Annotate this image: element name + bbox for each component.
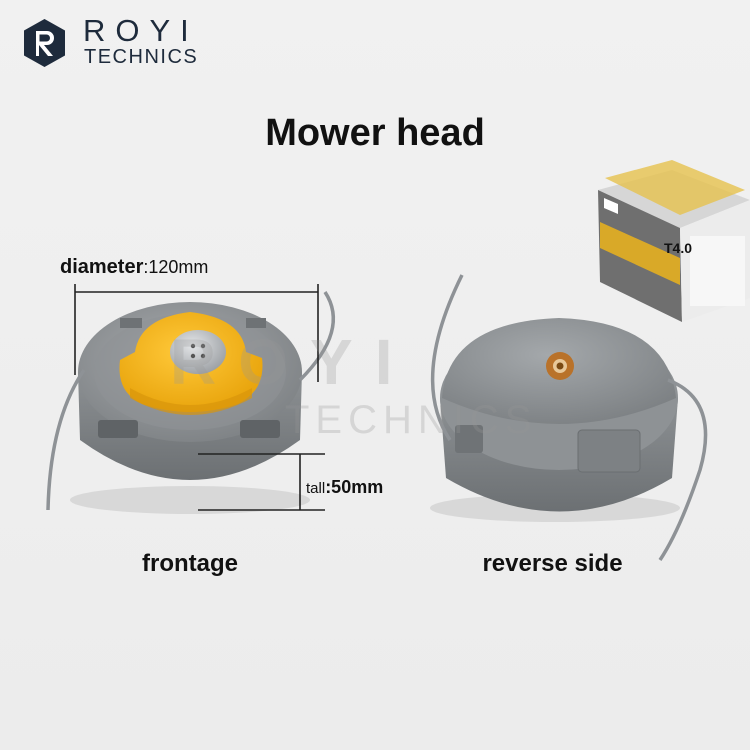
caption-front: frontage <box>142 550 238 577</box>
diameter-value: :120mm <box>143 257 209 277</box>
box-model-label: T4.0 <box>664 240 692 256</box>
caption-reverse: reverse side <box>482 550 623 577</box>
front-view-head <box>46 291 336 511</box>
height-label: tall:50mm <box>306 477 383 498</box>
height-label-text: tall <box>306 480 326 497</box>
brand-subtitle: TECHNICS <box>84 46 199 68</box>
brand-logo-icon <box>24 19 65 67</box>
reverse-view-head <box>430 274 708 561</box>
page-title: Mower head <box>265 112 485 154</box>
watermark-sub: TECHNICS <box>285 398 538 442</box>
packaging-box <box>598 160 750 322</box>
dimension-lines <box>74 284 325 511</box>
diameter-label: diameter:120mm <box>60 256 208 279</box>
diameter-label-text: diameter <box>60 256 144 278</box>
box-model-text: T4.0 <box>664 240 692 256</box>
brand-name: ROYI <box>83 13 199 48</box>
watermark: ROYI <box>170 326 415 398</box>
height-value: :50mm <box>325 477 384 497</box>
